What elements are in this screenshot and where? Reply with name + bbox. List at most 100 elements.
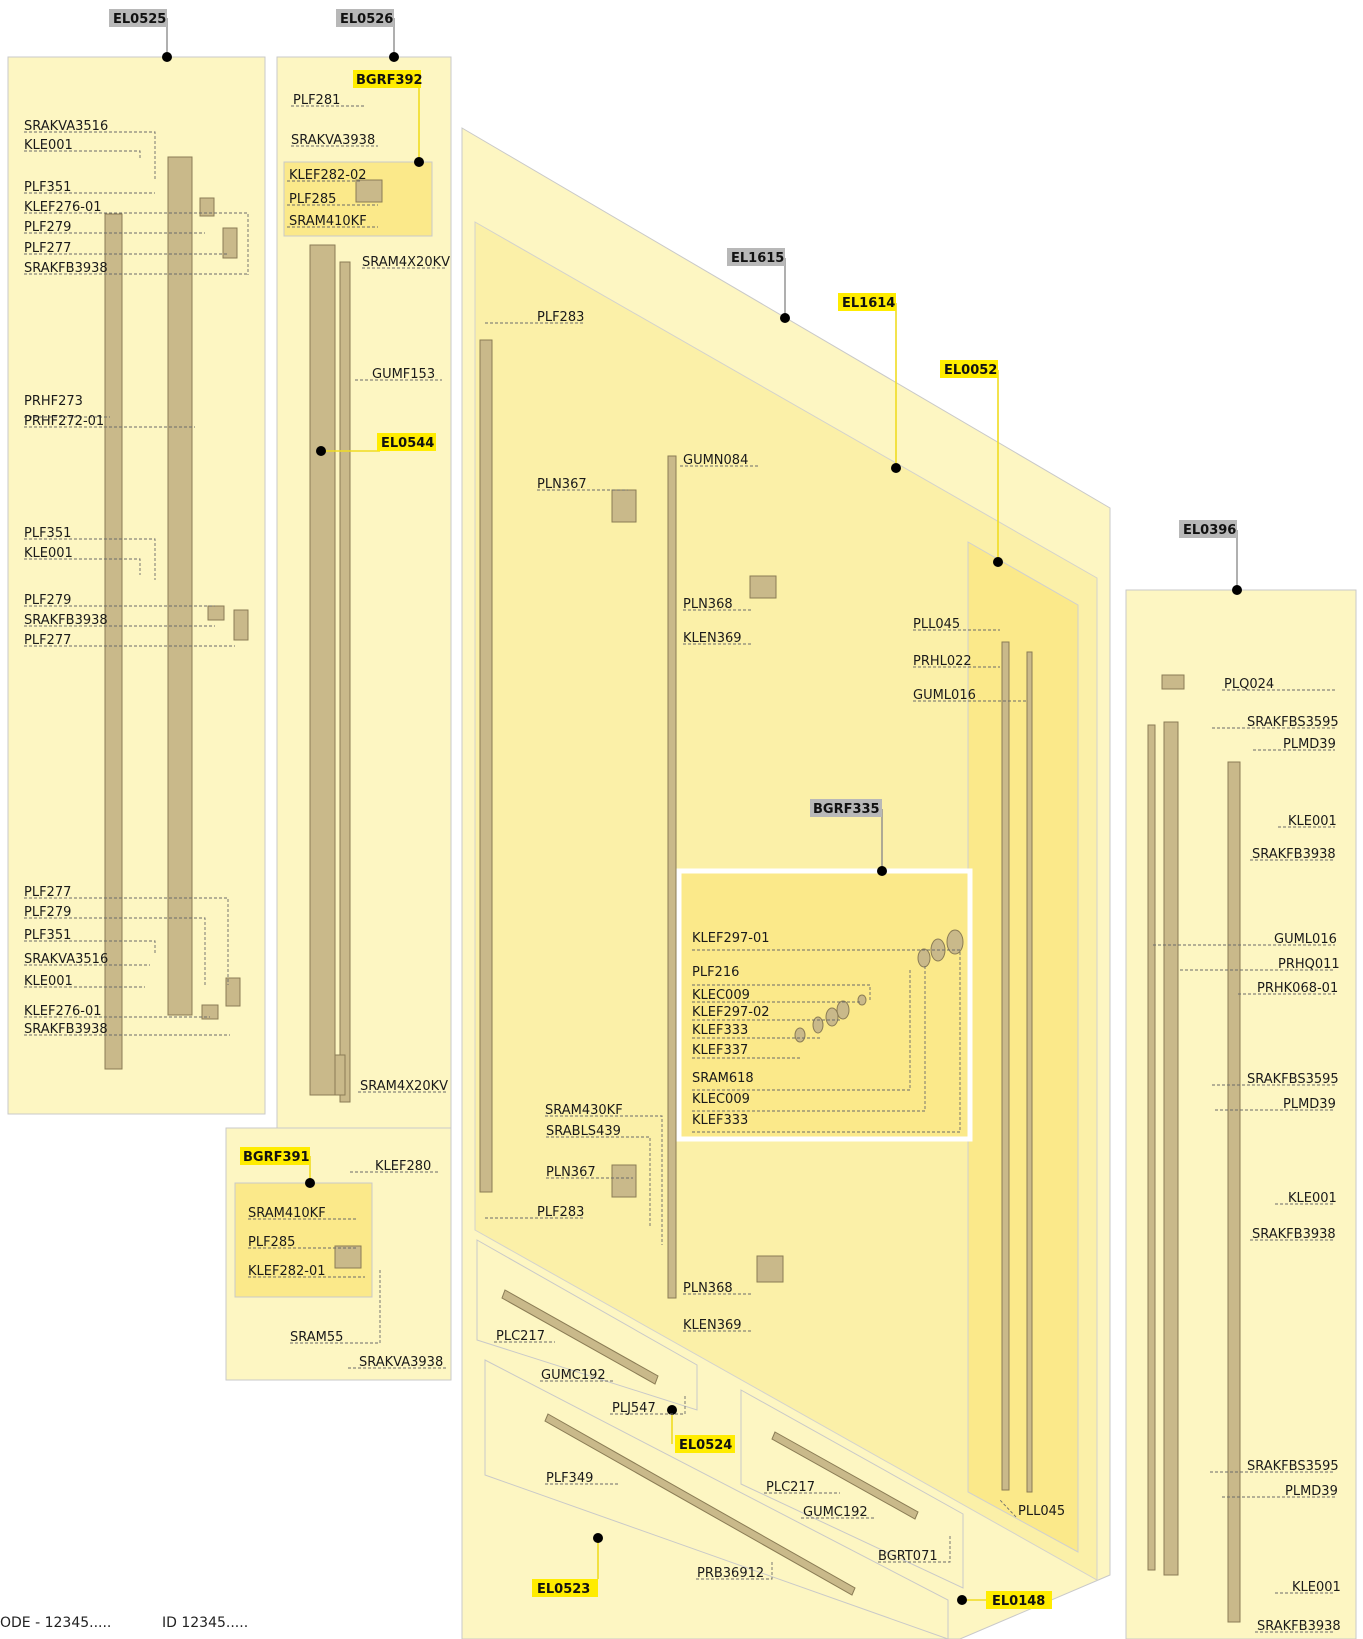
profile-part: [1163, 721, 1179, 1576]
part-label: PLF281: [293, 93, 340, 108]
panel-bgrf335: [676, 868, 973, 1142]
part-label: PLF277: [24, 633, 71, 648]
part-label: PLF285: [248, 1235, 295, 1250]
part-label: KLEF297-01: [692, 931, 770, 946]
part-label: KLEC009: [692, 988, 750, 1003]
profile-part: [544, 1413, 856, 1596]
part-label: SRAM618: [692, 1071, 754, 1086]
part-label: SRAKFB3938: [24, 261, 108, 276]
part-label: SRAKFB3938: [24, 1022, 108, 1037]
part-label: GUMC192: [803, 1505, 868, 1520]
hinge-part: [1161, 674, 1185, 690]
footer: ODE - 12345..... ID 12345.....: [0, 1615, 248, 1631]
part-label: PLF283: [537, 1205, 584, 1220]
part-label: PLMD39: [1283, 1097, 1336, 1112]
part-label: PLN367: [537, 477, 587, 492]
svg-text:EL0523: EL0523: [537, 1582, 590, 1597]
svg-text:EL1614: EL1614: [842, 296, 895, 311]
tag-el0052[interactable]: EL0052: [940, 360, 1003, 567]
tag-bgrf391[interactable]: BGRF391: [240, 1147, 315, 1188]
part-label: GUML016: [913, 688, 976, 703]
svg-text:EL1615: EL1615: [731, 251, 784, 266]
part-label: SRAKFB3938: [1252, 1227, 1336, 1242]
labels-door: PLF283 PLN367 GUMN084 PLN368 KLEN369 PLL…: [537, 310, 1065, 1519]
part-label: GUMN084: [683, 453, 748, 468]
part-label: SRAKFBS3595: [1247, 1072, 1339, 1087]
part-label: KLEC009: [692, 1092, 750, 1107]
tag-el0526[interactable]: EL0526: [336, 9, 399, 62]
svg-text:EL0052: EL0052: [944, 363, 997, 378]
hinge-part: [857, 994, 867, 1006]
labels-bottom: PLC217 GUMC192 PLJ547 PLF349 PRB36912 PL…: [496, 1329, 938, 1581]
part-label: SRABLS439: [546, 1124, 621, 1139]
part-label: KLEF333: [692, 1113, 748, 1128]
labels-bgrf391: KLEF280 SRAM410KF PLF285 KLEF282-01 SRAM…: [248, 1159, 443, 1370]
panel-el0523: [484, 1359, 949, 1639]
part-label: PLJ547: [612, 1401, 656, 1416]
hinge-part: [222, 227, 238, 259]
hinge-part: [812, 1016, 824, 1034]
hinge-part: [749, 575, 777, 599]
part-label: PLF351: [24, 526, 71, 541]
part-label: PLN368: [683, 597, 733, 612]
part-label: KLE001: [24, 974, 73, 989]
part-label: SRAKFBS3595: [1247, 1459, 1339, 1474]
hinge-part: [611, 1164, 637, 1198]
part-label: SRAKVA3516: [24, 952, 108, 967]
hinge-part: [207, 605, 225, 621]
part-label: SRAM410KF: [289, 214, 367, 229]
tag-bgrf335[interactable]: BGRF335: [810, 799, 887, 876]
part-label: PRHK068-01: [1257, 981, 1338, 996]
tag-el0544[interactable]: EL0544: [316, 433, 436, 456]
part-label: SRAKFB3938: [24, 613, 108, 628]
part-label: PLF279: [24, 220, 71, 235]
part-label: PLC217: [766, 1480, 815, 1495]
tag-el0525[interactable]: EL0525: [109, 9, 172, 62]
svg-text:EL0148: EL0148: [992, 1594, 1045, 1609]
part-label: KLEN369: [683, 631, 742, 646]
tags: EL0525 EL0526 BGRF392 EL0544 BGRF391 EL1…: [109, 9, 1242, 1609]
tag-el0523[interactable]: EL0523: [532, 1533, 603, 1597]
hinge-part: [836, 1000, 850, 1020]
part-label: PLF351: [24, 180, 71, 195]
hinge-part: [225, 977, 241, 1007]
part-label: KLE001: [24, 546, 73, 561]
profile-part: [1026, 651, 1033, 1493]
part-label: PLL045: [1018, 1504, 1065, 1519]
tag-el0396[interactable]: EL0396: [1179, 520, 1242, 595]
hinge-part: [825, 1007, 839, 1027]
svg-text:EL0396: EL0396: [1183, 523, 1236, 538]
part-label: GUMC192: [541, 1368, 606, 1383]
tag-el0524[interactable]: EL0524: [667, 1405, 735, 1453]
part-label: PLMD39: [1283, 737, 1336, 752]
tag-el1615[interactable]: EL1615: [727, 248, 790, 323]
part-label: SRAM4X20KV: [362, 255, 450, 270]
hinge-part: [334, 1245, 362, 1269]
profile-part: [1001, 641, 1010, 1491]
part-label: PRHQ011: [1278, 957, 1340, 972]
svg-text:BGRF335: BGRF335: [813, 802, 880, 817]
part-label: PLN367: [546, 1165, 596, 1180]
tag-bgrf392[interactable]: BGRF392: [353, 70, 424, 167]
hinge-part: [199, 197, 215, 217]
part-label: PLC217: [496, 1329, 545, 1344]
tag-el1614[interactable]: EL1614: [838, 293, 901, 473]
leader-lines: [24, 105, 1336, 1633]
profile-part: [1147, 724, 1156, 1571]
part-label: PLF351: [24, 928, 71, 943]
part-label: KLEN369: [683, 1318, 742, 1333]
part-label: SRAKVA3938: [359, 1355, 443, 1370]
part-label: PRHL022: [913, 654, 972, 669]
part-label: KLE001: [1288, 1191, 1337, 1206]
profile-part: [1227, 761, 1241, 1623]
part-label: PRHF272-01: [24, 414, 104, 429]
part-label: PLMD39: [1285, 1484, 1338, 1499]
svg-text:BGRF391: BGRF391: [243, 1150, 310, 1165]
hinge-part: [917, 948, 931, 968]
part-label: KLEF282-02: [289, 168, 367, 183]
part-label: KLEF280: [375, 1159, 431, 1174]
svg-text:EL0525: EL0525: [113, 12, 166, 27]
profile-part: [667, 455, 677, 1299]
tag-el0148[interactable]: EL0148: [957, 1591, 1052, 1609]
